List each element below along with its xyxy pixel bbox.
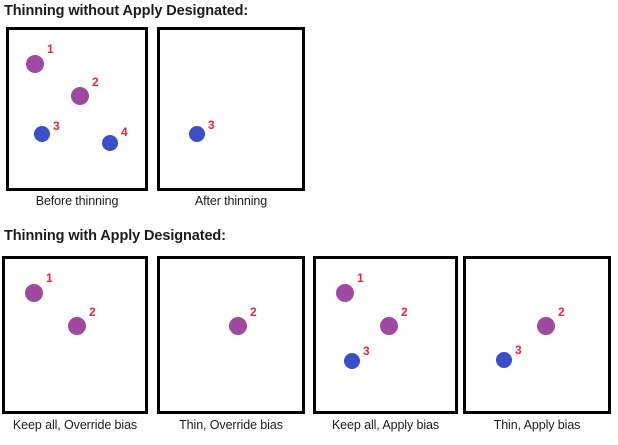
point-marker-thin-override-bias-2 — [229, 317, 247, 335]
panel-thin-apply-bias — [463, 256, 611, 414]
point-marker-before-thinning-3 — [34, 126, 50, 142]
point-label-keep-all-override-bias-1: 1 — [46, 271, 53, 285]
point-marker-after-thinning-3 — [189, 126, 205, 142]
point-label-keep-all-override-bias-2: 2 — [89, 305, 96, 319]
point-marker-keep-all-apply-bias-2 — [380, 317, 398, 335]
panel-caption-after-thinning: After thinning — [194, 194, 268, 208]
section-title-without-apply-designated: Thinning without Apply Designated: — [4, 3, 249, 19]
point-label-before-thinning-2: 2 — [92, 75, 99, 89]
panel-caption-keep-all-override-bias: Keep all, Override bias — [12, 418, 138, 432]
point-label-before-thinning-4: 4 — [121, 125, 128, 139]
point-label-keep-all-apply-bias-1: 1 — [357, 271, 364, 285]
point-marker-keep-all-override-bias-2 — [68, 317, 86, 335]
point-marker-keep-all-apply-bias-3 — [344, 353, 360, 369]
point-label-thin-override-bias-2: 2 — [250, 305, 257, 319]
panel-thin-override-bias — [157, 256, 305, 414]
point-label-after-thinning-3: 3 — [208, 118, 215, 132]
panel-caption-before-thinning: Before thinning — [35, 194, 119, 208]
point-marker-before-thinning-1 — [26, 55, 44, 73]
point-marker-thin-apply-bias-3 — [496, 352, 512, 368]
point-marker-before-thinning-2 — [71, 87, 89, 105]
point-marker-thin-apply-bias-2 — [537, 317, 555, 335]
panel-keep-all-apply-bias — [313, 256, 458, 414]
point-label-before-thinning-1: 1 — [47, 42, 54, 56]
panel-before-thinning — [6, 27, 148, 191]
point-marker-keep-all-apply-bias-1 — [336, 284, 354, 302]
point-label-keep-all-apply-bias-3: 3 — [363, 344, 370, 358]
point-label-keep-all-apply-bias-2: 2 — [401, 305, 408, 319]
point-label-before-thinning-3: 3 — [53, 119, 60, 133]
panel-caption-keep-all-apply-bias: Keep all, Apply bias — [331, 418, 440, 432]
point-label-thin-apply-bias-3: 3 — [515, 343, 522, 357]
point-label-thin-apply-bias-2: 2 — [558, 305, 565, 319]
section-title-with-apply-designated: Thinning with Apply Designated: — [4, 228, 226, 244]
panel-keep-all-override-bias — [2, 256, 148, 414]
panel-after-thinning — [157, 27, 305, 191]
point-marker-before-thinning-4 — [102, 135, 118, 151]
panel-caption-thin-override-bias: Thin, Override bias — [179, 418, 283, 432]
panel-caption-thin-apply-bias: Thin, Apply bias — [493, 418, 581, 432]
point-marker-keep-all-override-bias-1 — [25, 284, 43, 302]
